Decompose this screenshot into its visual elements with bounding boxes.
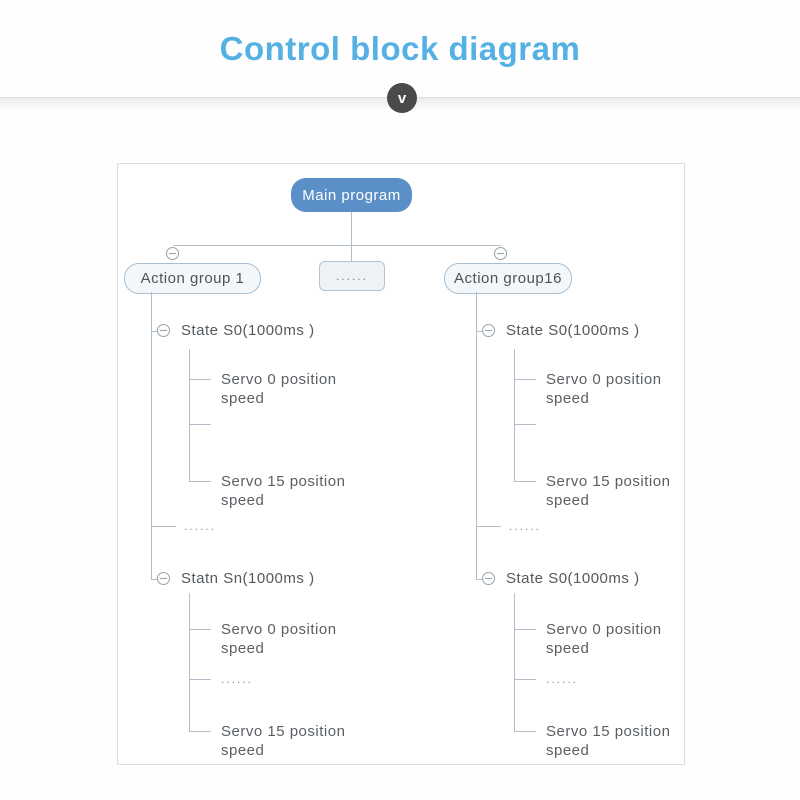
ellipsis-node: ......	[319, 261, 385, 291]
collapse-minus-icon	[482, 572, 495, 585]
tree-tick	[514, 379, 536, 380]
main-program-node: Main program	[291, 178, 412, 212]
collapse-minus-icon	[494, 247, 507, 260]
collapse-minus-icon	[157, 324, 170, 337]
tree-tick	[514, 679, 536, 680]
connector-line	[173, 245, 501, 246]
action-group-1-label: Action group 1	[140, 270, 245, 287]
servo-label: Servo 0 position speed	[221, 371, 337, 407]
ellipsis-label: ......	[184, 519, 217, 533]
tree-spine	[189, 349, 190, 481]
main-program-label: Main program	[302, 186, 401, 204]
connector-line	[351, 246, 352, 261]
tree-tick	[189, 679, 211, 680]
tree-tick	[189, 424, 211, 425]
tree-spine	[151, 292, 152, 579]
tree-tick	[476, 526, 501, 527]
tree-spine	[189, 593, 190, 731]
tree-tick	[476, 579, 483, 580]
tree-tick	[151, 526, 176, 527]
tree-tick	[189, 629, 211, 630]
ellipsis-label: ......	[221, 672, 254, 686]
tree-spine	[514, 593, 515, 731]
tree-tick	[151, 331, 158, 332]
tree-tick	[189, 731, 211, 732]
connector-line	[351, 212, 352, 245]
servo-label: Servo 0 position speed	[546, 371, 662, 407]
tree-tick	[189, 379, 211, 380]
collapse-minus-icon	[157, 572, 170, 585]
page-title: Control block diagram	[219, 30, 581, 67]
servo-label: Servo 15 position speed	[546, 473, 671, 509]
tree-tick	[514, 731, 536, 732]
servo-label: Servo 0 position speed	[546, 621, 662, 657]
diagram-frame: Main program Action group 1 ...... Actio…	[117, 163, 685, 765]
action-group-16-node: Action group16	[444, 263, 572, 294]
action-group-16-label: Action group16	[454, 270, 562, 287]
ellipsis-label: ......	[546, 672, 579, 686]
tree-tick	[514, 629, 536, 630]
action-group-1-node: Action group 1	[124, 263, 261, 294]
tree-tick	[514, 424, 536, 425]
ellipsis-label: ......	[335, 269, 368, 283]
tree-spine	[476, 292, 477, 579]
servo-label: Servo 15 position speed	[221, 723, 346, 759]
servo-label: Servo 0 position speed	[221, 621, 337, 657]
tree-tick	[189, 481, 211, 482]
state-label: State S0(1000ms )	[506, 570, 640, 587]
servo-label: Servo 15 position speed	[546, 723, 671, 759]
chevron-down-icon: v	[387, 83, 417, 113]
state-label: State S0(1000ms )	[506, 322, 640, 339]
tree-tick	[151, 579, 158, 580]
tree-tick	[476, 331, 483, 332]
servo-label: Servo 15 position speed	[221, 473, 346, 509]
collapse-minus-icon	[166, 247, 179, 260]
state-label: State S0(1000ms )	[181, 322, 315, 339]
state-label: Statn Sn(1000ms )	[181, 570, 315, 587]
chevron-glyph: v	[397, 89, 407, 107]
ellipsis-label: ......	[509, 519, 542, 533]
tree-spine	[514, 349, 515, 481]
tree-tick	[514, 481, 536, 482]
collapse-minus-icon	[482, 324, 495, 337]
